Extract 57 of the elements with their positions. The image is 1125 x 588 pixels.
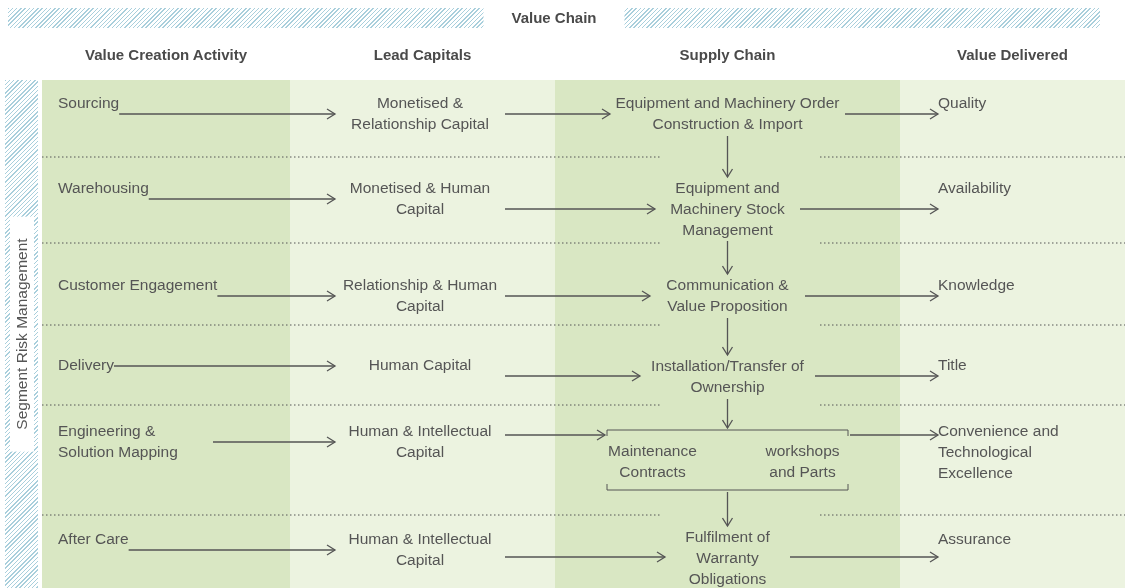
arrow <box>721 398 734 429</box>
arrow <box>128 544 336 556</box>
column-heading: Lead Capitals <box>372 46 473 63</box>
cell-text: Availability <box>938 177 1118 221</box>
header-band <box>8 8 1100 28</box>
arrow <box>789 551 939 563</box>
arrow <box>814 370 939 382</box>
arrow <box>721 317 734 356</box>
side-band <box>5 80 38 588</box>
bracket-group <box>605 428 850 492</box>
arrow <box>504 370 641 382</box>
cell-text: Delivery <box>58 354 114 378</box>
band-title: Value Chain <box>483 8 625 28</box>
cell-text: Customer Engagement <box>58 274 218 318</box>
arrow <box>148 193 336 205</box>
arrow <box>804 290 939 302</box>
arrow <box>118 108 336 120</box>
arrow <box>721 135 734 178</box>
cell-text: Installation/Transfer of Ownership <box>640 355 815 399</box>
cell-text: Quality <box>938 92 1118 136</box>
arrow <box>504 203 656 215</box>
cell-text: Monetised & Human Capital <box>335 177 505 221</box>
arrow <box>721 491 734 527</box>
cell-text: Communication & Value Proposition <box>650 274 805 318</box>
arrow <box>212 436 336 448</box>
cell-text: Equipment and Machinery Stock Management <box>655 177 800 241</box>
arrow <box>504 290 651 302</box>
cell-text: Human Capital <box>335 354 505 378</box>
arrow <box>113 360 336 372</box>
column-heading: Value Creation Activity <box>84 46 248 63</box>
column-heading: Value Delivered <box>956 46 1069 63</box>
arrow <box>799 203 939 215</box>
arrow <box>504 429 606 441</box>
arrow <box>721 240 734 275</box>
cell-text: Human & Intellectual Capital <box>335 528 505 572</box>
cell-text: Maintenance Contracts <box>605 440 700 484</box>
cell-text: Sourcing <box>58 92 120 136</box>
arrow <box>216 290 336 302</box>
column-heading: Supply Chain <box>678 46 777 63</box>
cell-text: Knowledge <box>938 274 1118 318</box>
cell-text: workshops and Parts <box>755 440 850 484</box>
cell-text: Assurance <box>938 528 1118 572</box>
cell-text: Warehousing <box>58 177 149 221</box>
cell-text: Fulfilment of Warranty Obligations <box>665 526 790 588</box>
cell-text: Engineering & Solution Mapping <box>58 420 213 464</box>
arrow <box>504 108 611 120</box>
arrow <box>504 551 666 563</box>
cell-text: Monetised & Relationship Capital <box>335 92 505 136</box>
cell-text: Equipment and Machinery Order Construction & Import <box>610 92 845 136</box>
arrow <box>849 429 939 441</box>
cell-text: Relationship & Human Capital <box>335 274 505 318</box>
cell-text: Title <box>938 354 1118 378</box>
arrow <box>844 108 939 120</box>
band-title: Segment Risk Management <box>9 216 34 452</box>
cell-text: Convenience and Technological Excellence <box>938 420 1088 484</box>
cell-text: After Care <box>58 528 129 572</box>
cell-text: Human & Intellectual Capital <box>335 420 505 464</box>
